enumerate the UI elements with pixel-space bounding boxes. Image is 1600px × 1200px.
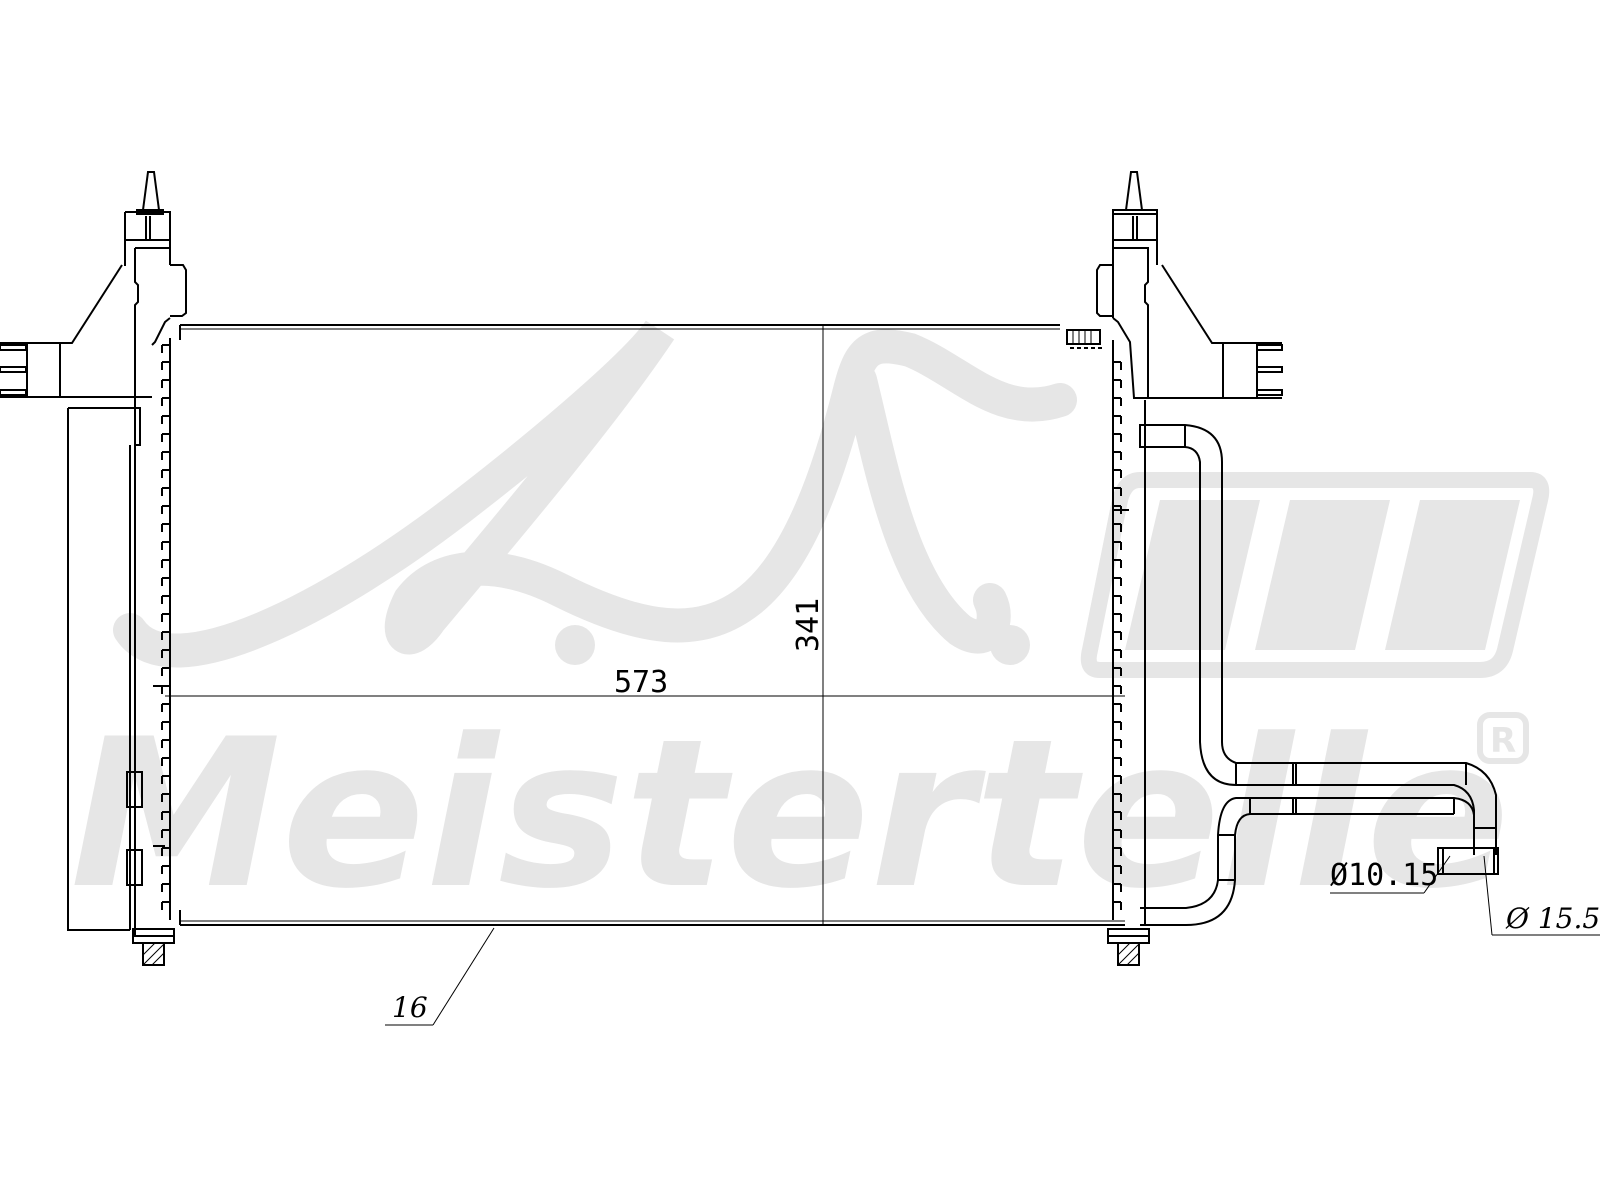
dim-outlet-diameter: Ø10.15 bbox=[1330, 858, 1438, 893]
right-foot bbox=[1117, 942, 1140, 966]
left-header-tank bbox=[0, 171, 187, 966]
right-fins bbox=[1113, 361, 1129, 910]
watermark-registered: R bbox=[1490, 721, 1516, 761]
right-header-tank bbox=[1096, 171, 1283, 966]
refrigerant-pipes bbox=[1139, 424, 1499, 926]
dim-height: 341 bbox=[791, 598, 826, 652]
dim-inlet-diameter: Ø 15.5 bbox=[1505, 902, 1600, 935]
left-fins bbox=[153, 344, 170, 910]
condenser-core bbox=[165, 324, 1125, 926]
left-foot bbox=[142, 942, 165, 966]
dim-width: 573 bbox=[614, 665, 668, 700]
dim-core-thickness: 16 bbox=[392, 991, 428, 1024]
dimension-annotations: 573 341 16 Ø10.15 Ø 15.5 bbox=[385, 598, 1600, 1026]
